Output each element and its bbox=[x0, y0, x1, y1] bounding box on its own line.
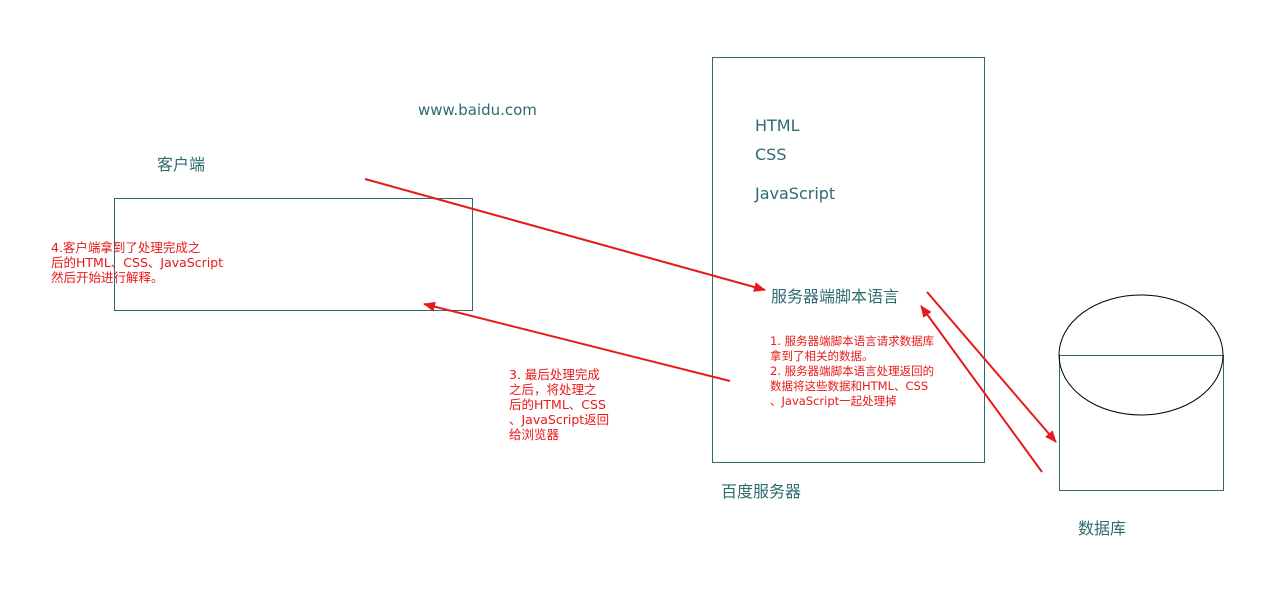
note-client-interpret: 4.客户端拿到了处理完成之 后的HTML、CSS、JavaScript 然后开始… bbox=[51, 240, 223, 285]
server-box bbox=[712, 57, 985, 463]
note-line: 1. 服务器端脚本语言请求数据库 bbox=[770, 334, 935, 348]
note-line: 然后开始进行解释。 bbox=[51, 270, 164, 285]
note-server-db: 1. 服务器端脚本语言请求数据库 拿到了相关的数据。 2. 服务器端脚本语言处理… bbox=[770, 334, 934, 409]
database-top-ellipse bbox=[1058, 294, 1224, 416]
database-cylinder bbox=[1058, 294, 1224, 491]
server-label: 百度服务器 bbox=[721, 482, 802, 501]
tech-label-javascript: JavaScript bbox=[755, 184, 836, 203]
tech-label-css: CSS bbox=[755, 145, 787, 164]
note-line: 给浏览器 bbox=[509, 427, 560, 442]
note-line: 拿到了相关的数据。 bbox=[770, 349, 874, 363]
note-line: 、JavaScript返回 bbox=[509, 412, 610, 427]
note-line: 后的HTML、CSS、JavaScript bbox=[51, 255, 224, 270]
db-return-arrow bbox=[920, 305, 1043, 473]
server-script-label: 服务器端脚本语言 bbox=[771, 287, 900, 306]
url-label: www.baidu.com bbox=[418, 101, 537, 119]
note-line: 数据将这些数据和HTML、CSS bbox=[770, 379, 929, 393]
client-label: 客户端 bbox=[157, 155, 206, 174]
note-line: 3. 最后处理完成 bbox=[509, 367, 600, 382]
database-label: 数据库 bbox=[1078, 519, 1127, 538]
note-server-return: 3. 最后处理完成 之后，将处理之 后的HTML、CSS 、JavaScript… bbox=[509, 367, 609, 442]
note-line: 、JavaScript一起处理掉 bbox=[770, 394, 897, 408]
tech-label-html: HTML bbox=[755, 116, 800, 135]
request-arrow bbox=[364, 178, 766, 292]
note-line: 后的HTML、CSS bbox=[509, 397, 606, 412]
response-arrow bbox=[423, 301, 731, 382]
note-line: 4.客户端拿到了处理完成之 bbox=[51, 240, 201, 255]
database-body bbox=[1059, 355, 1224, 491]
note-line: 2. 服务器端脚本语言处理返回的 bbox=[770, 364, 935, 378]
client-box bbox=[114, 198, 473, 311]
note-line: 之后，将处理之 bbox=[509, 382, 597, 397]
db-query-arrow bbox=[926, 291, 1057, 443]
